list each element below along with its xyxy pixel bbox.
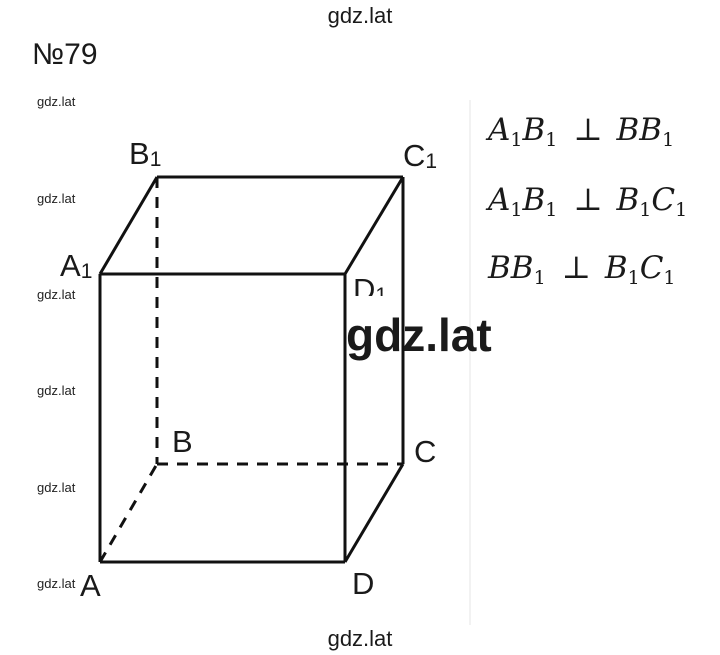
vertex-label-d: D	[352, 566, 375, 601]
perpendicular-statement: A1B1⊥BB1	[488, 112, 675, 151]
side-watermark: gdz.lat	[37, 480, 76, 495]
site-watermark-large: gdz.lat	[346, 309, 492, 361]
side-watermark: gdz.lat	[37, 94, 76, 109]
perpendicular-statement: A1B1⊥B1C1	[488, 182, 688, 221]
vertex-label-b1: B1	[129, 136, 162, 171]
side-watermark: gdz.lat	[37, 383, 76, 398]
edge-a-b-hidden	[98, 463, 159, 563]
perpendicular-statement: BB1⊥B1C1	[488, 250, 676, 289]
vertex-label-c: C	[414, 434, 437, 469]
perpendicular-symbol: ⊥	[561, 250, 591, 286]
edge-a1-b1	[98, 176, 159, 275]
perpendicular-symbol: ⊥	[573, 112, 603, 148]
vertex-label-d1: D1	[353, 272, 388, 296]
vertex-label-a: A	[80, 568, 101, 603]
side-watermark: gdz.lat	[37, 191, 76, 206]
edge-d-c	[343, 463, 405, 563]
vertex-label-b: B	[172, 424, 193, 459]
vertex-label-a1: A1	[60, 248, 93, 283]
side-watermark: gdz.lat	[37, 287, 76, 302]
site-watermark-top: gdz.lat	[327, 3, 393, 28]
side-watermark: gdz.lat	[37, 576, 76, 591]
problem-number: №79	[32, 38, 98, 71]
site-watermark-bottom: gdz.lat	[327, 626, 393, 651]
edge-c1-d1	[343, 176, 405, 275]
perpendicular-symbol: ⊥	[573, 182, 603, 218]
vertex-label-c1: C1	[403, 138, 438, 173]
